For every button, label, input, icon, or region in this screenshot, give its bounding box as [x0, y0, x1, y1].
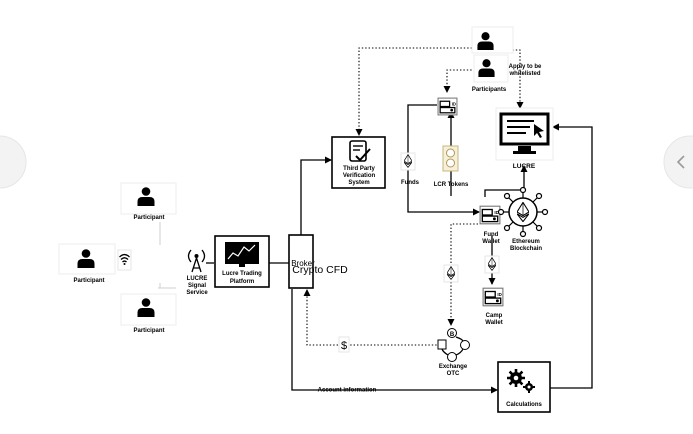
lcr-tokens-node: LCR Tokens	[434, 145, 469, 188]
crypto-exchange-icon: B	[437, 328, 470, 362]
funds-node: Funds	[400, 152, 420, 186]
participant-label: Participant	[133, 328, 164, 334]
broker-label: Broker	[291, 259, 315, 268]
dollar-label: $	[341, 340, 347, 352]
third-party-label-3: System	[348, 180, 369, 186]
calculations-node: Calculations	[497, 361, 551, 413]
fund-wallet-label-1: Fund	[484, 232, 499, 238]
funds-label: Funds	[401, 180, 420, 186]
lucre-node: LUCRE	[495, 107, 554, 170]
checklist-icon	[349, 140, 371, 162]
trading-platform-node: Lucre Trading Platform	[214, 235, 270, 288]
participant-label: Participant	[73, 278, 104, 284]
trading-platform-label-1: Lucre Trading	[222, 271, 262, 277]
wallet-icon	[482, 287, 504, 307]
participant-left: Participant	[58, 243, 116, 284]
next-nav-button[interactable]	[663, 135, 693, 189]
fund-wallet-label-2: Wallet	[482, 239, 499, 245]
fund-wallet-node: Fund Wallet	[479, 205, 501, 245]
applicant-person	[471, 26, 514, 54]
exchange-otc-node: B Exchange OTC	[437, 328, 470, 377]
prev-nav-button[interactable]	[0, 135, 27, 189]
participants-label: Participants	[472, 87, 507, 93]
wallet-icon	[479, 205, 501, 225]
third-party-label-1: Third Party	[343, 166, 375, 172]
wifi-icon	[117, 249, 132, 271]
participants-node: Participants	[472, 54, 509, 93]
signal-service-node: LUCRE Signal Service	[186, 249, 208, 296]
participant-top: Participant	[120, 182, 177, 221]
monitor-cursor-icon	[499, 112, 550, 154]
wallet-icon	[437, 97, 458, 116]
camp-wallet-label-2: Wallet	[485, 320, 502, 326]
lcr-tokens-label: LCR Tokens	[434, 182, 469, 188]
eth-transfer-icon	[484, 255, 500, 274]
lucre-label: LUCRE	[513, 163, 536, 170]
ethereum-label-2: Blockchain	[510, 246, 542, 252]
blockchain-icon	[497, 186, 549, 238]
trading-platform-label-2: Platform	[230, 279, 254, 285]
lcr-wallet-node	[437, 97, 458, 116]
antenna-icon	[187, 249, 206, 273]
ethereum-blockchain-node: Ethereum Blockchain	[497, 186, 549, 252]
camp-wallet-node: Camp Wallet	[482, 287, 504, 326]
participant-label: Participant	[133, 215, 164, 221]
chart-monitor-icon	[225, 242, 259, 267]
signal-service-label-3: Service	[186, 290, 208, 296]
dollar-node: $	[338, 336, 350, 353]
signal-service-label-2: Signal	[188, 283, 206, 289]
third-party-verification-node: Third Party Verification System	[331, 136, 386, 189]
calculations-label: Calculations	[506, 402, 542, 408]
exchange-label-1: Exchange	[439, 364, 468, 370]
token-icon	[442, 145, 459, 172]
exchange-label-2: OTC	[447, 371, 460, 377]
gears-icon	[507, 369, 535, 393]
broker-node: Broker Crypto CFD	[288, 234, 348, 289]
ethereum-label-1: Ethereum	[512, 239, 540, 245]
apply-label-1: Apply to be	[509, 64, 542, 70]
camp-wallet-label-1: Camp	[486, 313, 503, 319]
account-information-label: Account information	[318, 388, 377, 394]
participant-bottom: Participant	[120, 293, 177, 334]
svg-text:B: B	[450, 332, 455, 338]
third-party-label-2: Verification	[343, 173, 376, 179]
apply-label-2: whitelisted	[508, 71, 540, 77]
chevron-left-icon	[676, 155, 685, 169]
eth-exchange-icon	[443, 264, 459, 283]
signal-service-label-1: LUCRE	[187, 276, 208, 282]
broker-subtitle: Crypto CFD	[292, 264, 348, 276]
